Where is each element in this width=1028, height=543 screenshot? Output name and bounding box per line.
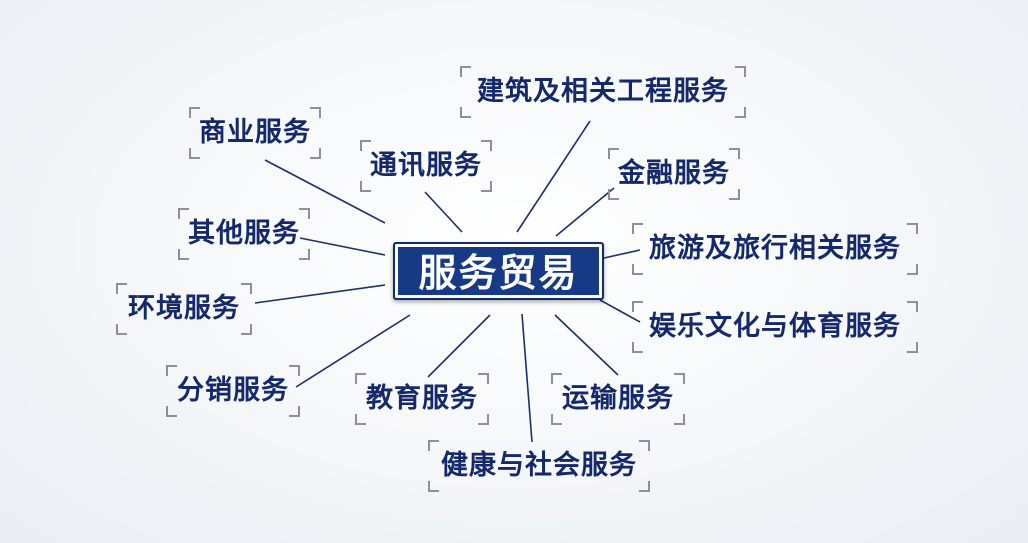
node-health: 健康与社会服务 — [428, 440, 650, 492]
connector-entertainment — [599, 299, 641, 323]
node-education: 教育服务 — [355, 373, 489, 425]
node-business: 商业服务 — [189, 107, 321, 159]
connector-business — [264, 159, 386, 224]
connector-finance — [555, 187, 615, 237]
node-communication: 通讯服务 — [360, 140, 492, 192]
node-construction: 建筑及相关工程服务 — [460, 66, 746, 118]
connector-tourism — [603, 249, 641, 259]
connector-other — [299, 237, 386, 256]
node-other-label: 其他服务 — [188, 218, 300, 249]
connector-communication — [424, 191, 463, 233]
node-tourism-label: 旅游及旅行相关服务 — [649, 233, 901, 264]
node-tourism: 旅游及旅行相关服务 — [632, 223, 918, 275]
node-entertainment-label: 娱乐文化与体育服务 — [649, 311, 901, 342]
node-construction-label: 建筑及相关工程服务 — [477, 76, 729, 107]
node-business-label: 商业服务 — [199, 117, 311, 148]
node-education-label: 教育服务 — [366, 383, 478, 414]
node-health-label: 健康与社会服务 — [441, 450, 637, 481]
connector-distribution — [295, 314, 411, 388]
node-environment: 环境服务 — [116, 283, 252, 335]
connector-environment — [254, 284, 386, 304]
connector-construction — [516, 120, 591, 233]
center-node-service-trade: 服务贸易 — [393, 242, 604, 300]
connector-health — [521, 313, 533, 443]
node-entertainment: 娱乐文化与体育服务 — [632, 301, 918, 353]
connector-transport — [554, 314, 619, 376]
node-finance-label: 金融服务 — [618, 158, 730, 189]
node-environment-label: 环境服务 — [128, 293, 240, 324]
node-distribution-label: 分销服务 — [177, 375, 289, 406]
node-communication-label: 通讯服务 — [370, 150, 482, 181]
node-other: 其他服务 — [178, 208, 310, 260]
node-distribution: 分销服务 — [166, 365, 300, 417]
connector-education — [427, 314, 491, 378]
node-transport-label: 运输服务 — [562, 383, 674, 414]
node-transport: 运输服务 — [551, 373, 685, 425]
node-finance: 金融服务 — [608, 148, 740, 200]
